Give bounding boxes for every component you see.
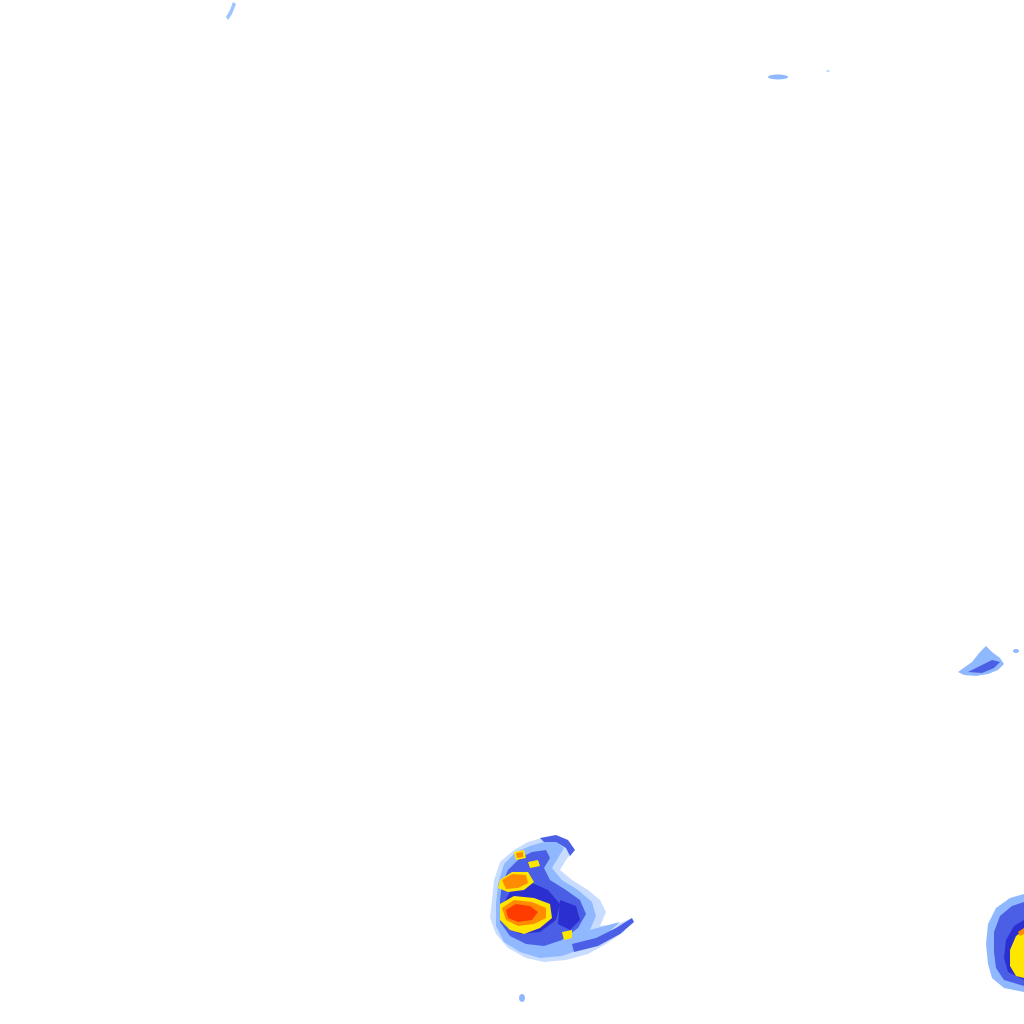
- echo-fragment-east: [958, 646, 1019, 676]
- storm-cell-southeast-ring: [1018, 928, 1024, 936]
- storm-cell-south-hook: [540, 835, 575, 856]
- storm-cell-south-heavy-b: [558, 900, 580, 930]
- storm-cell-southeast-edge: [986, 894, 1024, 992]
- storm-cell-southeast-very-heavy: [1010, 930, 1024, 978]
- echo-speck-north: [768, 70, 830, 80]
- storm-cell-south-tail: [572, 918, 634, 952]
- storm-cell-south-extreme-core: [506, 904, 538, 922]
- echo-fragment-east-core: [968, 660, 1000, 673]
- storm-cell-south-very-heavy-d: [528, 860, 540, 868]
- echo-speck-northwest: [226, 2, 236, 20]
- echo-fragment-east-dot: [1013, 649, 1019, 653]
- echo-speck-south-small-shape: [519, 994, 525, 1002]
- storm-cell-south-intense-c: [516, 852, 523, 858]
- echo-speck-northwest-shape: [226, 2, 236, 20]
- storm-cell-south-intense-a: [502, 874, 528, 889]
- storm-cell-south-very-heavy-e: [562, 930, 572, 940]
- storm-cell-south: [490, 835, 634, 962]
- echo-speck-north-dot: [826, 70, 830, 72]
- echo-speck-south-small: [519, 994, 525, 1002]
- echo-speck-north-shape: [768, 74, 788, 80]
